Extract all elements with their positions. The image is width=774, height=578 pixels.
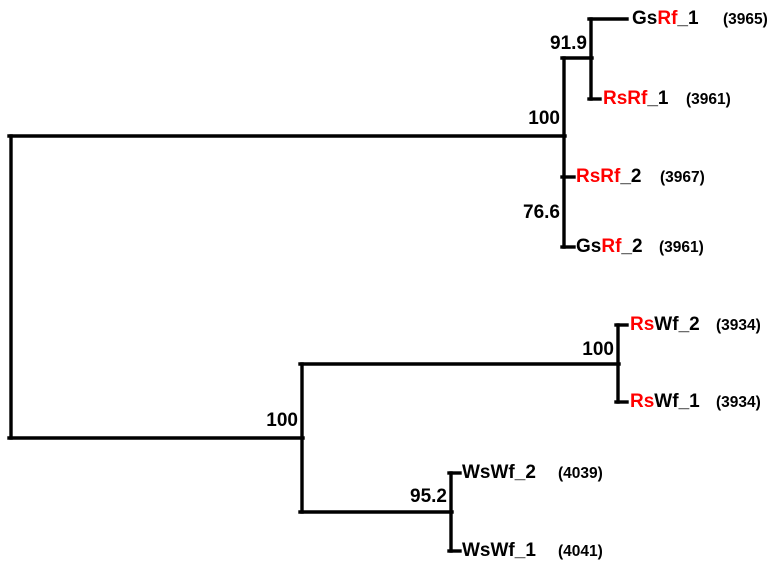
taxon-middle: Rf [600,166,621,187]
accession-RsWf_1: (3934) [716,394,761,411]
taxon-label-RsRf_2: RsRf_2 [576,166,642,187]
taxon-suffix: _2 [619,166,641,187]
taxon-middle: Wf [654,314,679,335]
support-value-100-rswf: 100 [582,339,614,360]
taxon-middle: Rf [627,88,648,109]
taxon-label-RsWf_2: RsWf_2 [630,314,700,335]
accession-GsRf_2: (3961) [659,239,704,256]
taxon-suffix: _1 [678,391,701,412]
taxon-label-WsWf_1: WsWf_1 [462,540,536,561]
taxon-label-GsRf_1: GsRf_1 [632,8,699,29]
taxon-prefix: Ws [462,462,491,483]
taxon-prefix: Gs [576,236,601,257]
taxon-label-RsWf_1: RsWf_1 [630,391,700,412]
taxon-suffix: _1 [646,88,669,109]
taxon-prefix: Rs [603,88,627,109]
support-value-91-9: 91.9 [550,33,587,54]
taxon-suffix: _1 [514,540,537,561]
taxon-prefix: Rs [630,391,654,412]
accession-RsWf_2: (3934) [716,317,761,334]
taxon-suffix: _2 [514,462,536,483]
support-value-95-2: 95.2 [410,486,447,507]
taxon-suffix: _2 [620,236,642,257]
taxon-middle: Wf [491,540,516,561]
clade-rf [7,17,629,249]
accession-RsRf_1: (3961) [686,91,731,108]
taxon-prefix: Ws [462,540,491,561]
support-value-76-6: 76.6 [523,202,560,223]
taxon-prefix: Rs [630,314,654,335]
accession-WsWf_2: (4039) [558,465,603,482]
taxon-suffix: _2 [678,314,700,335]
support-value-100-wf: 100 [266,410,298,431]
taxon-middle: Rf [601,236,622,257]
taxon-middle: Wf [491,462,516,483]
taxon-suffix: _1 [676,8,699,29]
support-value-100-rf: 100 [528,108,560,129]
taxon-prefix: Gs [632,8,657,29]
clade-wf [7,323,629,553]
accession-WsWf_1: (4041) [558,543,603,560]
accession-RsRf_2: (3967) [660,169,705,186]
taxon-middle: Wf [654,391,679,412]
accession-GsRf_1: (3965) [723,11,768,28]
taxon-middle: Rf [657,8,678,29]
taxon-prefix: Rs [576,166,600,187]
taxon-label-WsWf_2: WsWf_2 [462,462,536,483]
taxon-label-RsRf_1: RsRf_1 [603,88,669,109]
taxon-label-GsRf_2: GsRf_2 [576,236,643,257]
